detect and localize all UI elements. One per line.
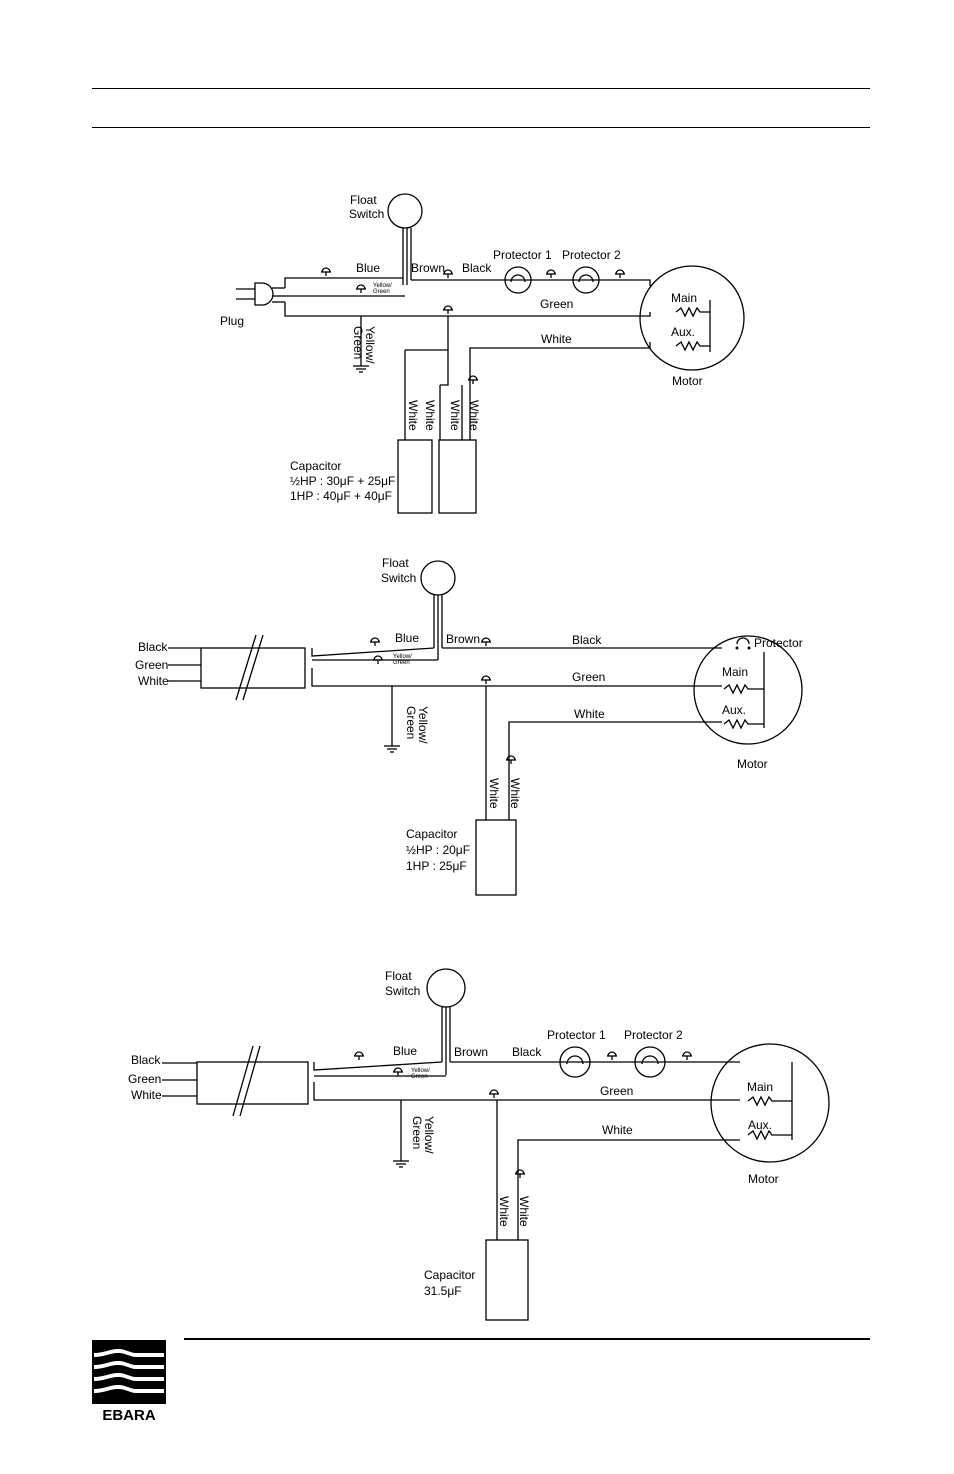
protector-2-label-d1: Protector 2 bbox=[562, 248, 621, 262]
wire-label-yg-2a: Yellow/ bbox=[416, 706, 430, 744]
protector-1-label-d3: Protector 1 bbox=[547, 1028, 606, 1042]
cap-lead-white-3b: White bbox=[517, 1196, 531, 1227]
cap-lead-white-1a: White bbox=[406, 400, 420, 431]
wire-label-green-1: Green bbox=[540, 297, 573, 311]
cable-label-white-3: White bbox=[131, 1088, 162, 1102]
motor-aux-label-3: Aux. bbox=[748, 1118, 772, 1132]
float-switch-label-3a: Float bbox=[385, 969, 412, 983]
cable-label-black-2: Black bbox=[138, 640, 168, 654]
wire-label-black-1: Black bbox=[462, 261, 492, 275]
plug-icon bbox=[236, 282, 285, 306]
motor-main-label-2: Main bbox=[722, 665, 748, 679]
diagram-2: Float Switch Black Green White Blue Brow… bbox=[135, 556, 803, 896]
float-switch-label-1b: Switch bbox=[349, 207, 384, 221]
cable-3 bbox=[196, 1061, 309, 1105]
wire-label-brown-1: Brown bbox=[411, 261, 445, 275]
protector-label-d2: Protector bbox=[754, 636, 803, 650]
capacitor-spec-2a: ½HP : 20μF bbox=[406, 843, 470, 857]
diagram-1: Float Switch Plug Blue Brown Black Ye bbox=[220, 193, 745, 514]
motor-2 bbox=[693, 635, 803, 745]
wire-label-black-3: Black bbox=[512, 1045, 542, 1059]
capacitor-label-2: Capacitor bbox=[406, 827, 457, 841]
motor-main-label-1: Main bbox=[671, 291, 697, 305]
cap-lead-white-2a: White bbox=[487, 778, 501, 809]
cap-lead-white-1d: White bbox=[467, 400, 481, 431]
ebara-logo: EBARA bbox=[92, 1340, 166, 1424]
wire-label-yg-small-1b: Green bbox=[373, 289, 390, 295]
wire-label-yg-small-2b: Green bbox=[393, 660, 410, 666]
wire-label-yg-small-2a: Yellow/ bbox=[393, 654, 412, 660]
motor-3 bbox=[710, 1043, 830, 1163]
motor-main-label-3: Main bbox=[747, 1080, 773, 1094]
motor-label-2: Motor bbox=[737, 757, 768, 771]
wire-label-blue-1: Blue bbox=[356, 261, 380, 275]
protector-1-label-d1: Protector 1 bbox=[493, 248, 552, 262]
cap-lead-white-2b: White bbox=[508, 778, 522, 809]
protector-2-label-d3: Protector 2 bbox=[624, 1028, 683, 1042]
protector-1-icon bbox=[504, 266, 532, 294]
protector-icon bbox=[736, 637, 750, 645]
wire-label-white-2: White bbox=[574, 707, 605, 721]
capacitor-3 bbox=[485, 1239, 529, 1321]
wire-label-yg-small-3a: Yellow/ bbox=[411, 1068, 430, 1074]
wire-label-green-2: Green bbox=[572, 670, 605, 684]
wire-label-white-3: White bbox=[602, 1123, 633, 1137]
protector-1-icon-d3 bbox=[559, 1046, 591, 1078]
cable-label-white-2: White bbox=[138, 674, 169, 688]
motor-aux-label-2: Aux. bbox=[722, 703, 746, 717]
logo-text: EBARA bbox=[102, 1407, 156, 1422]
footer-rule bbox=[184, 1338, 870, 1340]
wire-label-yg-3b: Green bbox=[410, 1116, 424, 1149]
capacitor-1b bbox=[438, 439, 477, 514]
cap-lead-white-1c: White bbox=[448, 400, 462, 431]
cap-lead-white-3a: White bbox=[497, 1196, 511, 1227]
wire-label-yg-3a: Yellow/ bbox=[422, 1116, 436, 1154]
float-switch-label-2b: Switch bbox=[381, 571, 416, 585]
protector-2-icon-d3 bbox=[634, 1046, 666, 1078]
motor-aux-label-1: Aux. bbox=[671, 325, 695, 339]
float-switch-3 bbox=[426, 968, 466, 1008]
capacitor-label-3: Capacitor bbox=[424, 1268, 475, 1282]
float-switch-label-1a: Float bbox=[350, 193, 377, 207]
cable-label-black-3: Black bbox=[131, 1053, 161, 1067]
float-switch-label-2a: Float bbox=[382, 556, 409, 570]
cable-label-green-2: Green bbox=[135, 658, 168, 672]
wire-label-blue-3: Blue bbox=[393, 1044, 417, 1058]
capacitor-spec-3: 31.5μF bbox=[424, 1284, 462, 1298]
cap-lead-white-1b: White bbox=[423, 400, 437, 431]
wire-label-yg-small-3b: Green bbox=[411, 1074, 428, 1080]
wire-label-blue-2: Blue bbox=[395, 631, 419, 645]
capacitor-1a bbox=[397, 439, 433, 514]
motor-1 bbox=[639, 265, 745, 371]
wire-label-brown-2: Brown bbox=[446, 632, 480, 646]
wire-label-yg-1b: Green bbox=[351, 326, 365, 359]
diagram-3: Float Switch Black Green White Blue Brow… bbox=[128, 968, 830, 1321]
motor-label-1: Motor bbox=[672, 374, 703, 388]
capacitor-label-1: Capacitor bbox=[290, 459, 341, 473]
header-rule-bottom bbox=[92, 127, 870, 128]
capacitor-spec-2b: 1HP : 25μF bbox=[406, 859, 467, 873]
capacitor-spec-1a: ½HP : 30μF + 25μF bbox=[290, 474, 395, 488]
cable-label-green-3: Green bbox=[128, 1072, 161, 1086]
capacitor-2 bbox=[475, 819, 517, 896]
float-switch-2 bbox=[420, 560, 456, 596]
motor-label-3: Motor bbox=[748, 1172, 779, 1186]
float-switch-label-3b: Switch bbox=[385, 984, 420, 998]
header-rule-top bbox=[92, 88, 870, 89]
plug-label: Plug bbox=[220, 314, 244, 328]
wire-label-green-3: Green bbox=[600, 1084, 633, 1098]
float-switch-1 bbox=[387, 193, 423, 229]
capacitor-spec-1b: 1HP : 40μF + 40μF bbox=[290, 489, 392, 503]
wire-label-brown-3: Brown bbox=[454, 1045, 488, 1059]
cable-2 bbox=[200, 647, 306, 689]
wire-label-white-1: White bbox=[541, 332, 572, 346]
wire-label-yg-2b: Green bbox=[404, 706, 418, 739]
wire-label-yg-1a: Yellow/ bbox=[363, 326, 377, 364]
wire-label-yg-small-1a: Yellow/ bbox=[373, 283, 392, 289]
wire-label-black-2: Black bbox=[572, 633, 602, 647]
protector-2-icon bbox=[572, 266, 600, 294]
